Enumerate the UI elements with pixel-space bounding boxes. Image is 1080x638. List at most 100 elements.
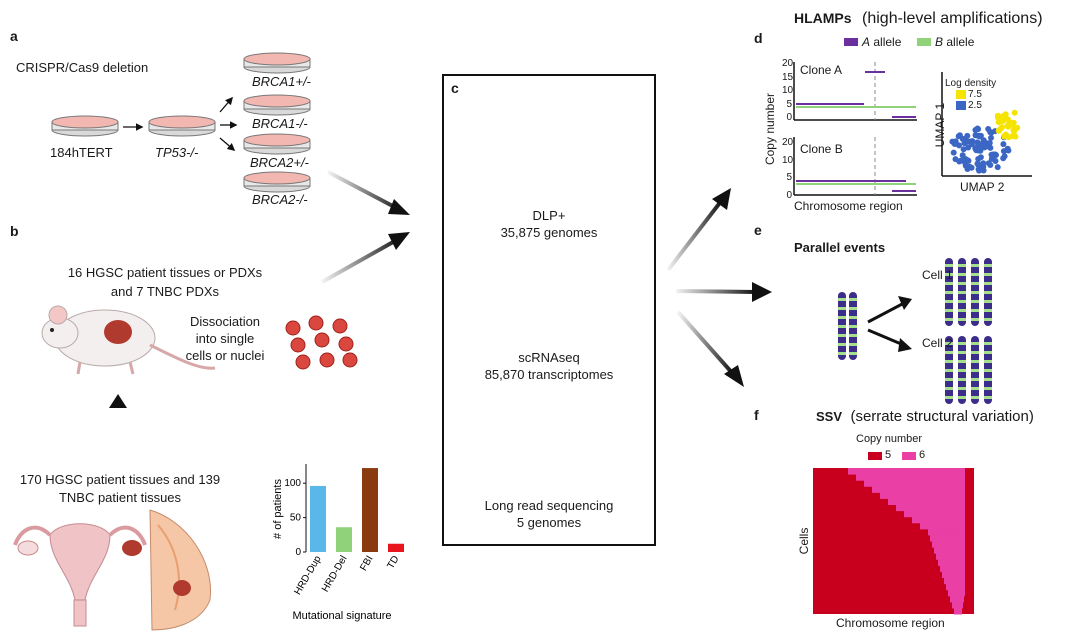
chromosome-band (958, 291, 966, 294)
chromosome-band (971, 360, 979, 363)
tick-b-10: 10 (782, 154, 794, 166)
pdx-text-line2: and 7 TNBC PDXs (110, 284, 220, 299)
hlamps-title-bold: HLAMPs (794, 10, 852, 26)
chromosome-band (984, 273, 992, 276)
clone-b-plot (793, 137, 917, 196)
umap-point-low (972, 132, 979, 139)
umap-point-high (1009, 133, 1016, 139)
umap-point-low (977, 154, 984, 161)
ssv-row (934, 547, 965, 554)
chromosome-band (984, 291, 992, 294)
chromosome-band (984, 351, 992, 354)
clone-a-label: Clone A (800, 63, 843, 77)
chromosome-band (971, 351, 979, 354)
chromosome-band (945, 369, 953, 372)
chromosome-band (971, 387, 979, 390)
clone-a-ticks: 20 15 10 5 0 (782, 57, 794, 125)
panel-c-letter: c (451, 80, 459, 96)
arrow-e-up (867, 300, 907, 324)
umap-point-high (1002, 131, 1009, 138)
chromosome-band (958, 300, 966, 303)
umap-point-high (1000, 117, 1007, 124)
ssv-row (872, 486, 965, 493)
bar-fbi (362, 468, 378, 552)
cell1-label: Cell 1 (922, 268, 953, 282)
arrow-c-to-f-head (724, 365, 744, 387)
umap-point-high (1006, 119, 1013, 125)
dissociated-cells (285, 315, 358, 370)
ssv-row (904, 510, 965, 518)
chromosome-band (849, 307, 857, 310)
arrow-c-to-e (675, 289, 757, 294)
ssv-row (928, 528, 965, 536)
bar-category-label: HRD-Dup (292, 554, 323, 597)
brca1-het-label: BRCA1+/- (252, 74, 311, 89)
tick-a-20: 20 (782, 58, 794, 69)
bar-xlabel: Mutational signature (292, 610, 391, 622)
umap-point-low (988, 134, 994, 141)
big-arrow-a-to-c (327, 170, 405, 214)
chromosome-band (971, 378, 979, 381)
bar-y-tick-label: 0 (295, 547, 301, 558)
chromosome-band (945, 300, 953, 303)
umap-point-low (952, 156, 959, 163)
chromosome-band (971, 369, 979, 372)
clone-b-label: Clone B (800, 142, 843, 156)
ssv-row (936, 553, 965, 560)
umap-point-low (992, 158, 999, 164)
legend-b-label: B allele (935, 35, 974, 49)
petri-dish-brca2-hom (243, 171, 311, 193)
umap-point-low (975, 162, 982, 169)
ssv-row (930, 534, 965, 542)
legend-a-swatch (844, 38, 858, 46)
umap-point-low (960, 146, 967, 153)
ssv-row (948, 589, 965, 597)
chromosome-band (971, 318, 979, 321)
ssv-row (954, 607, 962, 615)
dissoc-line1: Dissociation (189, 314, 261, 329)
ssv-row (946, 583, 965, 591)
umap-point-low (974, 125, 981, 132)
chromosome-band (958, 318, 966, 321)
clone-a-plot (793, 62, 917, 121)
chromosome-band (958, 342, 966, 345)
panel-f-letter: f (754, 407, 759, 423)
tissue-text-line1: 170 HGSC patient tissues and 139 (19, 472, 221, 487)
legend-a-label: A allele (862, 35, 901, 49)
chromosome-band (849, 352, 857, 355)
umap-point-high (1011, 128, 1018, 135)
tick-a-0: 0 (786, 112, 792, 123)
chromosome-band (838, 325, 846, 328)
ssv-row (848, 468, 965, 475)
ssv-row (880, 492, 965, 499)
ssv-row (888, 498, 965, 505)
brca2-het-label: BRCA2+/- (250, 155, 309, 170)
chromosome-band (849, 343, 857, 346)
dlp-title: DLP+ (532, 208, 566, 223)
chromosome-band (945, 351, 953, 354)
umap-point-low (964, 138, 971, 145)
chromosome-band (984, 360, 992, 363)
breast-illustration (149, 509, 212, 631)
chromosome-band (971, 273, 979, 276)
petri-dish-tp53 (148, 115, 216, 137)
chromosome-band (958, 264, 966, 267)
ssv-row (896, 504, 965, 512)
chromosome-band (971, 396, 979, 399)
bar-hrd-dup (310, 485, 326, 552)
petri-dish-brca2-het (243, 133, 311, 155)
umap-point-low (990, 151, 997, 158)
chromosome-band (984, 396, 992, 399)
chromosome-band (971, 309, 979, 312)
chromosome-band (838, 334, 846, 337)
chromosome-band (958, 378, 966, 381)
chromosome-band (984, 387, 992, 390)
arrow-c-to-d (666, 198, 724, 272)
chromosome-band (971, 282, 979, 285)
legend-a-rest: allele (870, 35, 902, 49)
chromosome-band (971, 291, 979, 294)
chromosome-band (958, 273, 966, 276)
parallel-events-title: Parallel events (794, 240, 886, 255)
umap-point-low (962, 156, 969, 162)
